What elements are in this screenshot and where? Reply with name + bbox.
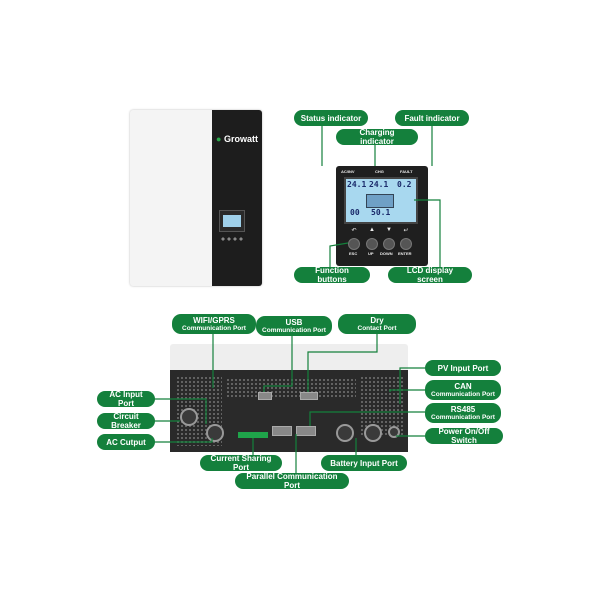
lcd-readout-5: 50.1 (371, 208, 391, 217)
btn-up-label: UP (368, 251, 374, 256)
lcd-readout-3: 0.2 (397, 180, 412, 189)
ac-output-label: AC Cutput (97, 434, 155, 450)
status-indicator-label: Status indicator (294, 110, 368, 126)
led-fault-label: FAULT (400, 169, 413, 174)
brand-logo: ● Growatt (216, 134, 258, 144)
lcd-display-label: LCD display screen (388, 266, 472, 284)
circuit-breaker-label: Circuit Breaker (97, 412, 155, 430)
battery-gland-1 (336, 424, 354, 442)
inverter-bottom-top-cover (170, 344, 408, 374)
parallel-comm-port-label: Parallel Communication Port (235, 472, 349, 490)
triangle-down-icon: ▼ (386, 227, 392, 233)
lcd-readout-1: 24.1 (347, 180, 367, 189)
battery-input-port-label: Battery Input Port (321, 455, 407, 471)
led-ac-label: AC/INV (341, 169, 355, 174)
power-switch-label: Power On/Off Switch (425, 427, 503, 445)
rs485-port-label: RS485 Communication Port (425, 403, 501, 423)
led-chg-label: CHG (375, 169, 384, 174)
parallel-port (272, 426, 292, 436)
battery-gland-2 (364, 424, 382, 442)
usb-port-label: USB Communication Port (256, 316, 332, 336)
can-sub: Communication Port (431, 390, 495, 398)
inverter-mini-buttons (220, 236, 244, 242)
lcd-readout-4: 00 (350, 208, 360, 217)
enter-arrow-icon: ↵ (403, 228, 409, 234)
brand-logo-text: Growatt (223, 134, 258, 144)
wifi-gprs-port-label: WIFI/GPRS Communication Port (172, 314, 256, 334)
wifi-title: WIFI/GPRS (193, 315, 235, 325)
ac-input-port-label: AC Input Port (97, 390, 155, 408)
btn-down-label: DOWN (380, 251, 393, 256)
lcd-readout-2: 24.1 (369, 180, 389, 189)
btn-enter-label: ENTER (398, 251, 412, 256)
pv-input-port-label: PV Input Port (425, 360, 501, 376)
rs485-title: RS485 (450, 404, 476, 414)
dry-title: Dry (370, 315, 384, 325)
up-button[interactable] (366, 238, 378, 250)
current-sharing-port-label: Current Sharing Port (200, 454, 282, 472)
dry-contact-port (300, 392, 318, 400)
rs485-sub: Communication Port (431, 413, 495, 421)
wifi-sub: Communication Port (182, 324, 246, 332)
can-port-label: CAN Communication Port (425, 380, 501, 400)
inverter-front-panel (212, 110, 262, 286)
fault-indicator-label: Fault indicator (395, 110, 469, 126)
circuit-breaker-knob (180, 408, 198, 426)
can-title: CAN (454, 381, 472, 391)
dry-contact-port-label: Dry Contact Port (338, 314, 416, 334)
enter-button[interactable] (400, 238, 412, 250)
lcd-screen (344, 177, 418, 224)
rs485-port (296, 426, 316, 436)
arrow-left-icon: ↶ (351, 228, 357, 234)
usb-port (258, 392, 272, 400)
triangle-up-icon: ▲ (369, 227, 375, 233)
inverter-mini-lcd (219, 210, 245, 232)
esc-button[interactable] (348, 238, 360, 250)
current-sharing-terminal (238, 432, 268, 438)
down-button[interactable] (383, 238, 395, 250)
lcd-battery-graphic (366, 194, 394, 208)
function-buttons-label: Function buttons (294, 266, 370, 284)
ac-input-gland (206, 424, 224, 442)
charging-indicator-label: Charging indicator (336, 128, 418, 146)
power-switch-knob (388, 426, 400, 438)
dry-sub: Contact Port (357, 324, 397, 332)
btn-esc-label: ESC (349, 251, 358, 256)
usb-sub: Communication Port (262, 326, 326, 334)
usb-title: USB (285, 317, 303, 327)
